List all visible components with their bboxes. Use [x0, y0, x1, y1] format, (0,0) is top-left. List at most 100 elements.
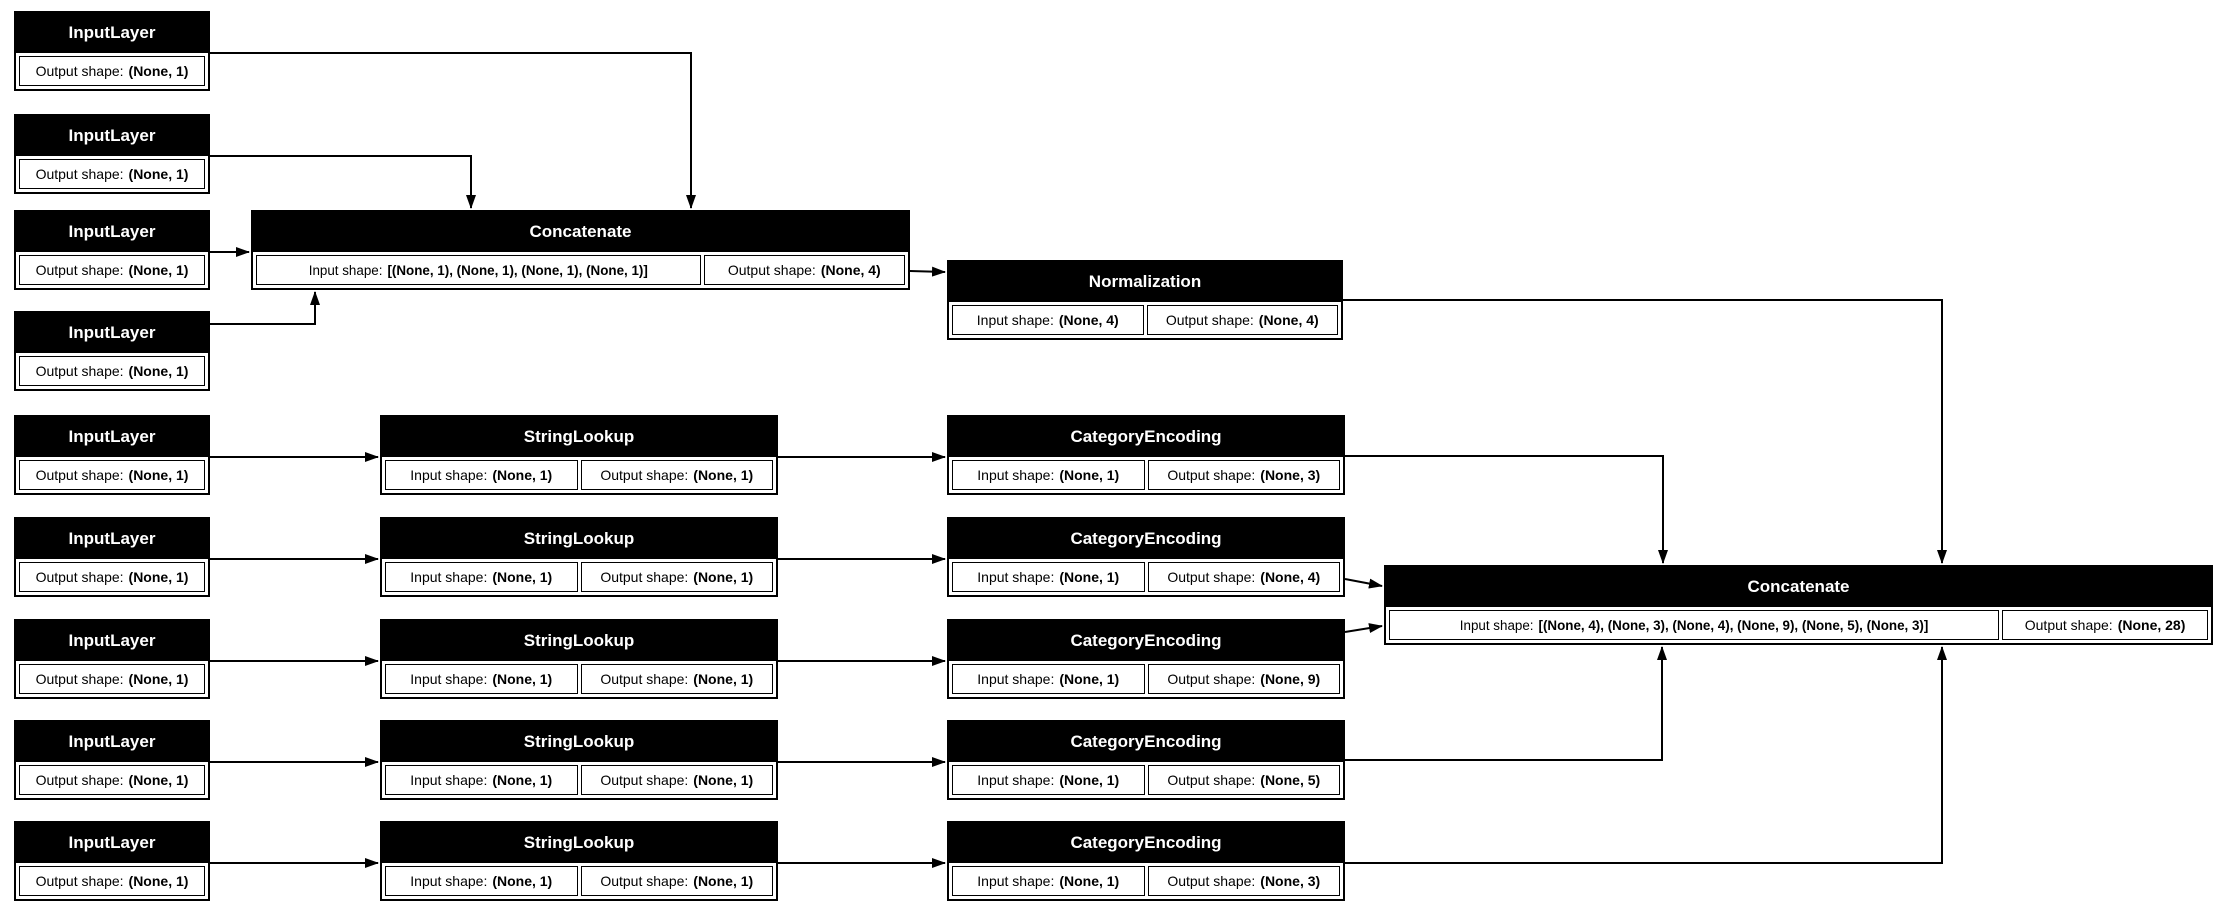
layer-node-categoryencoding-4: CategoryEncoding Input shape:(None, 1) O…: [947, 720, 1345, 800]
layer-node-stringlookup-4: StringLookup Input shape:(None, 1) Outpu…: [380, 720, 778, 800]
output-shape-label: Output shape:: [1167, 569, 1256, 585]
output-shape-cell: Output shape:(None, 3): [1147, 460, 1340, 490]
output-shape-cell: Output shape:(None, 1): [19, 765, 205, 795]
input-shape-cell: Input shape:(None, 1): [952, 866, 1145, 896]
layer-node-categoryencoding-3: CategoryEncoding Input shape:(None, 1) O…: [947, 619, 1345, 699]
output-shape-label: Output shape:: [35, 166, 124, 182]
edge-catenc3-to-concat2: [1344, 623, 1383, 634]
input-shape-value: (None, 1): [492, 671, 553, 687]
input-shape-label: Input shape:: [976, 312, 1054, 328]
input-shape-label: Input shape:: [977, 671, 1055, 687]
output-shape-value: (None, 1): [128, 569, 189, 585]
layer-title: InputLayer: [16, 417, 208, 457]
layer-node-categoryencoding-5: CategoryEncoding Input shape:(None, 1) O…: [947, 821, 1345, 901]
layer-title: StringLookup: [382, 519, 776, 559]
input-shape-cell: Input shape:(None, 1): [952, 460, 1145, 490]
output-shape-value: (None, 1): [693, 772, 754, 788]
output-shape-value: (None, 4): [820, 262, 881, 278]
output-shape-label: Output shape:: [1167, 772, 1256, 788]
output-shape-cell: Output shape:(None, 1): [580, 460, 773, 490]
output-shape-value: (None, 1): [128, 772, 189, 788]
input-shape-value: [(None, 4), (None, 3), (None, 4), (None,…: [1538, 617, 1929, 633]
input-shape-label: Input shape:: [977, 772, 1055, 788]
output-shape-cell: Output shape:(None, 3): [1147, 866, 1340, 896]
output-shape-value: (None, 4): [1260, 569, 1321, 585]
input-shape-cell: Input shape:(None, 1): [385, 765, 578, 795]
output-shape-label: Output shape:: [35, 569, 124, 585]
layer-node-inputlayer-8: InputLayer Output shape:(None, 1): [14, 720, 210, 800]
input-shape-cell: Input shape:(None, 4): [952, 305, 1144, 335]
output-shape-label: Output shape:: [600, 569, 689, 585]
input-shape-value: (None, 1): [492, 772, 553, 788]
layer-title: StringLookup: [382, 417, 776, 457]
input-shape-value: (None, 1): [1059, 873, 1120, 889]
output-shape-value: (None, 3): [1260, 467, 1321, 483]
input-shape-cell: Input shape:(None, 1): [385, 664, 578, 694]
output-shape-value: (None, 1): [693, 569, 754, 585]
layer-node-inputlayer-1: InputLayer Output shape:(None, 1): [14, 11, 210, 91]
layer-title: Normalization: [949, 262, 1341, 302]
input-shape-value: (None, 1): [1059, 467, 1120, 483]
layer-title: CategoryEncoding: [949, 722, 1343, 762]
input-shape-value: (None, 1): [1059, 671, 1120, 687]
input-shape-value: (None, 4): [1058, 312, 1119, 328]
input-shape-label: Input shape:: [410, 467, 488, 483]
input-shape-label: Input shape:: [410, 671, 488, 687]
edge-catenc4-to-concat2: [1345, 646, 1667, 761]
input-shape-label: Input shape:: [977, 467, 1055, 483]
layer-node-stringlookup-2: StringLookup Input shape:(None, 1) Outpu…: [380, 517, 778, 597]
output-shape-cell: Output shape:(None, 1): [19, 866, 205, 896]
output-shape-value: (None, 1): [693, 671, 754, 687]
input-shape-label: Input shape:: [410, 772, 488, 788]
layer-title: InputLayer: [16, 13, 208, 53]
output-shape-cell: Output shape:(None, 1): [19, 460, 205, 490]
output-shape-cell: Output shape:(None, 1): [19, 356, 205, 386]
output-shape-label: Output shape:: [727, 262, 816, 278]
output-shape-value: (None, 5): [1260, 772, 1321, 788]
output-shape-label: Output shape:: [600, 671, 689, 687]
input-shape-cell: Input shape:(None, 1): [952, 765, 1145, 795]
layer-title: InputLayer: [16, 621, 208, 661]
input-shape-cell: Input shape:[(None, 1), (None, 1), (None…: [256, 255, 701, 285]
output-shape-cell: Output shape:(None, 1): [19, 664, 205, 694]
output-shape-value: (None, 1): [128, 873, 189, 889]
output-shape-label: Output shape:: [2024, 617, 2113, 633]
edge-catenc2-to-concat2: [1344, 578, 1383, 589]
layer-title: Concatenate: [253, 212, 908, 252]
layer-title: CategoryEncoding: [949, 621, 1343, 661]
output-shape-label: Output shape:: [1165, 312, 1254, 328]
output-shape-cell: Output shape:(None, 4): [1146, 305, 1338, 335]
output-shape-label: Output shape:: [1167, 467, 1256, 483]
layer-title: InputLayer: [16, 212, 208, 252]
layer-title: CategoryEncoding: [949, 823, 1343, 863]
layer-title: Concatenate: [1386, 567, 2211, 607]
output-shape-label: Output shape:: [1167, 873, 1256, 889]
layer-title: InputLayer: [16, 519, 208, 559]
output-shape-value: (None, 1): [128, 262, 189, 278]
layer-title: InputLayer: [16, 313, 208, 353]
layer-title: CategoryEncoding: [949, 417, 1343, 457]
output-shape-label: Output shape:: [600, 873, 689, 889]
output-shape-label: Output shape:: [35, 63, 124, 79]
layer-node-inputlayer-3: InputLayer Output shape:(None, 1): [14, 210, 210, 290]
edge-catenc1-to-concat2: [1345, 455, 1668, 564]
output-shape-cell: Output shape:(None, 1): [580, 664, 773, 694]
output-shape-value: (None, 1): [128, 363, 189, 379]
input-shape-cell: Input shape:(None, 1): [952, 664, 1145, 694]
layer-title: CategoryEncoding: [949, 519, 1343, 559]
output-shape-cell: Output shape:(None, 5): [1147, 765, 1340, 795]
output-shape-value: (None, 1): [693, 873, 754, 889]
layer-node-inputlayer-6: InputLayer Output shape:(None, 1): [14, 517, 210, 597]
input-shape-label: Input shape:: [977, 873, 1055, 889]
input-shape-label: Input shape:: [410, 873, 488, 889]
output-shape-value: (None, 1): [693, 467, 754, 483]
output-shape-value: (None, 1): [128, 671, 189, 687]
input-shape-cell: Input shape:(None, 1): [385, 562, 578, 592]
edge-catenc5-to-concat2: [1345, 646, 1947, 864]
input-shape-label: Input shape:: [308, 262, 383, 278]
output-shape-cell: Output shape:(None, 1): [19, 562, 205, 592]
layer-node-inputlayer-4: InputLayer Output shape:(None, 1): [14, 311, 210, 391]
output-shape-cell: Output shape:(None, 1): [19, 255, 205, 285]
output-shape-label: Output shape:: [1167, 671, 1256, 687]
